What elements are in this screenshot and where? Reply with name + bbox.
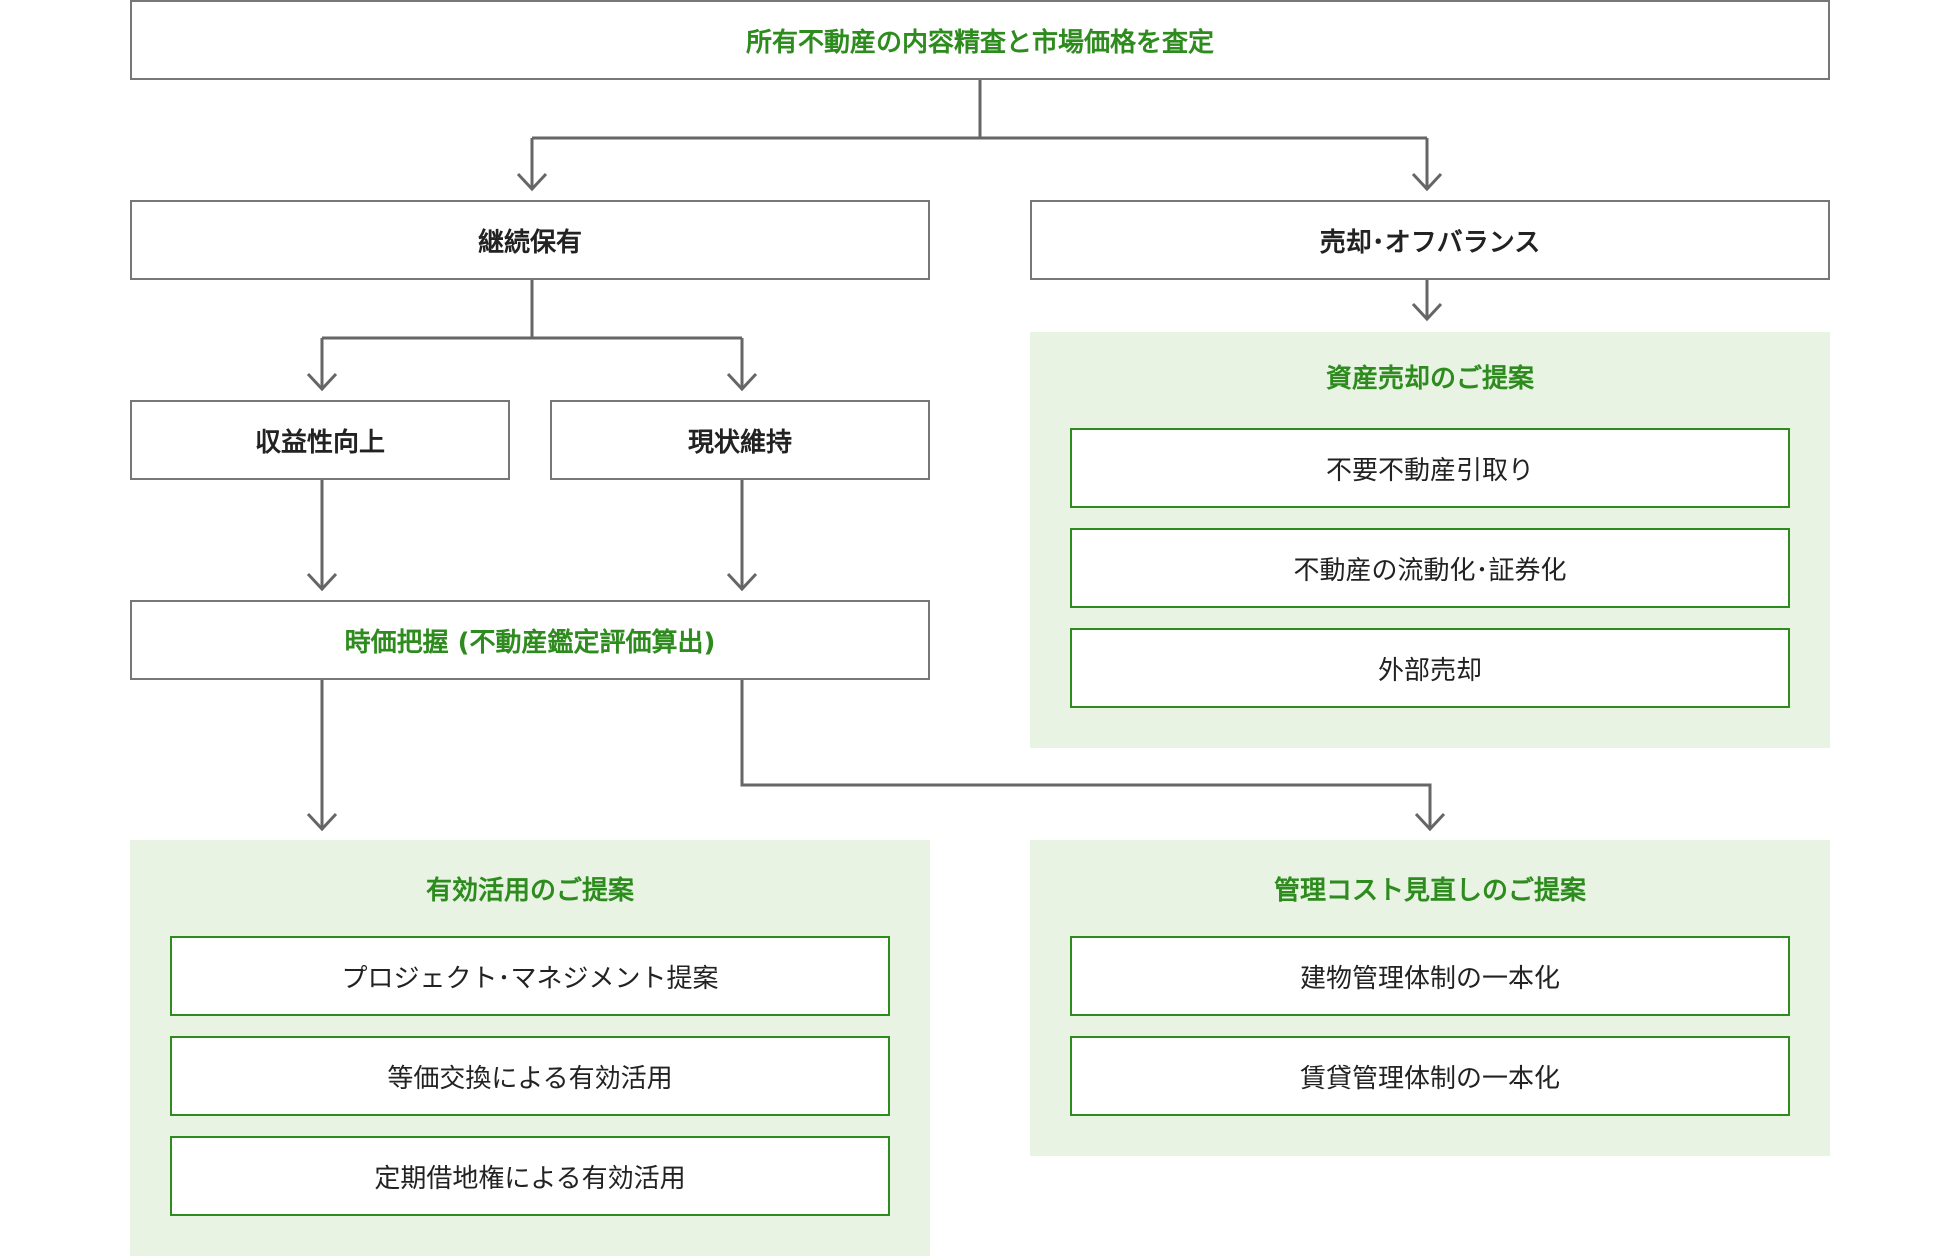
panel-item: 不要不動産引取り xyxy=(1070,428,1790,508)
connector-valuation-cost xyxy=(740,680,1432,828)
arrowhead-valuation-left xyxy=(306,572,338,592)
arrowhead-sale-panel xyxy=(1411,302,1443,322)
panel-item: 賃貸管理体制の一本化 xyxy=(1070,1036,1790,1116)
arrowhead-valuation-right xyxy=(726,572,758,592)
profitability-improvement-box: 収益性向上 xyxy=(130,400,510,480)
panel-item: プロジェクト･マネジメント提案 xyxy=(170,936,890,1016)
asset-sale-proposal-title: 資産売却のご提案 xyxy=(1325,364,1534,394)
connector-hold-split xyxy=(320,280,744,388)
assessment-box: 所有不動産の内容精査と市場価格を査定 xyxy=(130,0,1830,80)
market-valuation-box: 時価把握 (不動産鑑定評価算出) xyxy=(130,600,930,680)
cost-review-proposal-title: 管理コスト見直しのご提案 xyxy=(1273,876,1586,906)
status-quo-box: 現状維持 xyxy=(550,400,930,480)
asset-sale-proposal-panel: 資産売却のご提案 不要不動産引取り 不動産の流動化･証券化 外部売却 xyxy=(1030,332,1830,748)
arrowhead-hold xyxy=(516,172,548,192)
sale-offbalance-box: 売却･オフバランス xyxy=(1030,200,1830,280)
connector-top-split xyxy=(530,80,1429,188)
arrowhead-cost-panel xyxy=(1414,812,1446,832)
cost-review-proposal-panel: 管理コスト見直しのご提案 建物管理体制の一本化 賃貸管理体制の一本化 xyxy=(1030,840,1830,1156)
panel-item: 不動産の流動化･証券化 xyxy=(1070,528,1790,608)
continue-holding-box: 継続保有 xyxy=(130,200,930,280)
effective-use-proposal-title: 有効活用のご提案 xyxy=(425,876,634,906)
arrowhead-improve xyxy=(306,372,338,392)
panel-item: 等価交換による有効活用 xyxy=(170,1036,890,1116)
arrowhead-use-panel xyxy=(306,812,338,832)
panel-item: 定期借地権による有効活用 xyxy=(170,1136,890,1216)
panel-item: 外部売却 xyxy=(1070,628,1790,708)
effective-use-proposal-panel: 有効活用のご提案 プロジェクト･マネジメント提案 等価交換による有効活用 定期借… xyxy=(130,840,930,1256)
arrowhead-maintain xyxy=(726,372,758,392)
panel-item: 建物管理体制の一本化 xyxy=(1070,936,1790,1016)
arrowhead-sell xyxy=(1411,172,1443,192)
